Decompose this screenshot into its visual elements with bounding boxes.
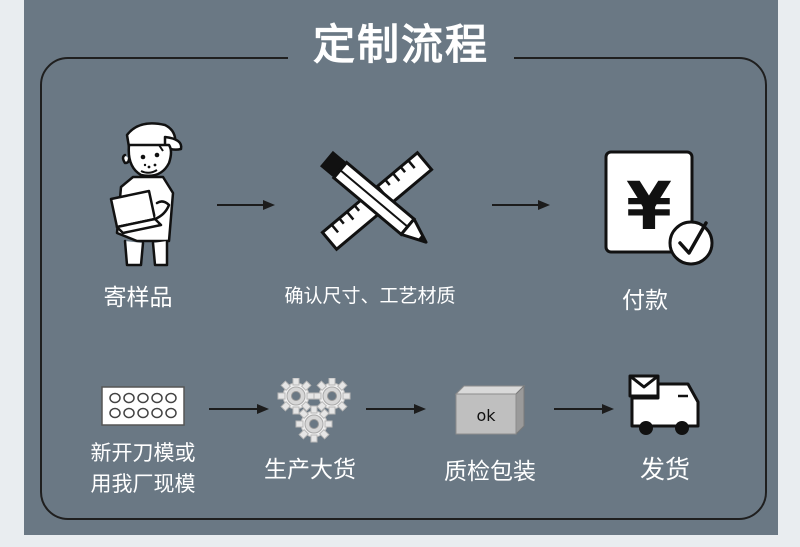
svg-text:ok: ok — [476, 406, 496, 425]
payment-yen-icon: ¥ — [604, 150, 714, 266]
arrow-step6-to-step7 — [554, 400, 614, 418]
arrow-step4-to-step5 — [209, 400, 269, 418]
step-label-confirm: 确认尺寸、工艺材质 — [284, 285, 456, 307]
pencil-ruler-icon — [320, 150, 434, 252]
step-label-produce: 生产大货 — [264, 457, 356, 483]
delivery-truck-icon — [628, 374, 700, 435]
arrow-step2-to-step3 — [492, 196, 550, 214]
arrow-step5-to-step6 — [366, 400, 426, 418]
arrow-step1-to-step2 — [217, 196, 275, 214]
process-panel — [24, 0, 778, 535]
step-label-send-sample: 寄样品 — [103, 285, 173, 311]
gears-icon — [277, 378, 351, 443]
step-label-ship: 发货 — [639, 455, 690, 484]
step-label-mold-line2: 用我厂现模 — [90, 472, 196, 496]
delivery-person-icon — [109, 122, 183, 267]
title-background — [288, 34, 514, 80]
step-label-pay: 付款 — [622, 288, 668, 314]
svg-text:¥: ¥ — [626, 168, 672, 245]
step-label-mold-line1: 新开刀模或 — [90, 441, 196, 465]
page-title: 定制流程 — [312, 20, 489, 69]
step-label-inspect: 质检包装 — [444, 459, 536, 485]
step-label-mold: 新开刀模或 用我厂现模 — [62, 438, 224, 500]
die-mold-icon — [101, 386, 185, 426]
packed-box-icon: ok — [454, 384, 526, 436]
